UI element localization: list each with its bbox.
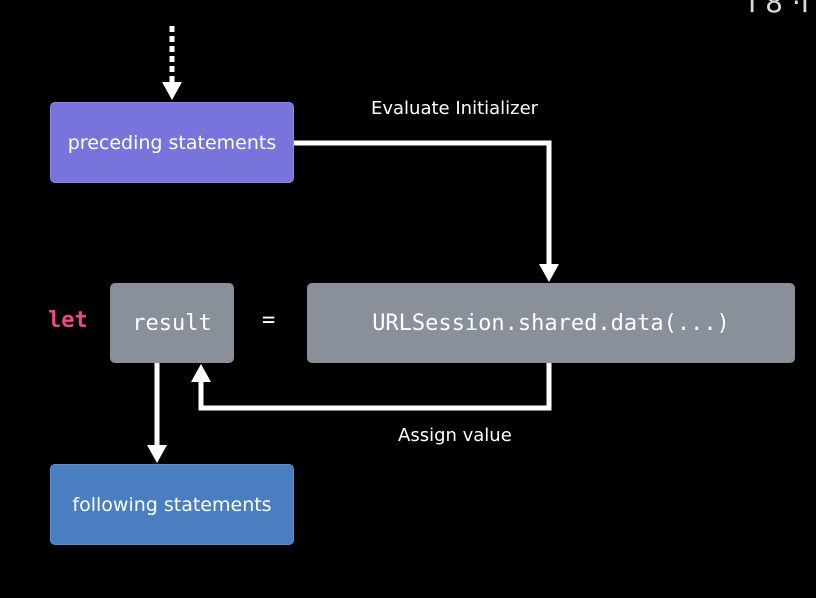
- following-statements-box: following statements: [50, 464, 294, 545]
- following-statements-label: following statements: [72, 493, 272, 516]
- initializer-code: URLSession.shared.data(...): [372, 310, 730, 336]
- result-label: result: [132, 310, 212, 336]
- evaluate-arrow-line: [294, 140, 552, 264]
- initializer-box: URLSession.shared.data(...): [307, 283, 795, 363]
- result-variable-box: result: [110, 283, 234, 363]
- let-keyword: let: [48, 308, 88, 333]
- evaluate-arrowhead: [539, 264, 559, 282]
- preceding-statements-label: preceding statements: [67, 131, 277, 154]
- preceding-statements-box: preceding statements: [50, 102, 294, 183]
- evaluate-initializer-label: Evaluate Initializer: [371, 98, 539, 119]
- assign-value-label: Assign value: [398, 425, 512, 446]
- incoming-arrowhead: [162, 82, 182, 100]
- corner-logo-fragment: I 8 ·I: [748, 0, 810, 19]
- equals-sign: =: [262, 308, 276, 333]
- assign-arrow-line: [198, 363, 552, 411]
- assign-arrowhead: [191, 364, 211, 382]
- following-arrowhead: [147, 445, 167, 463]
